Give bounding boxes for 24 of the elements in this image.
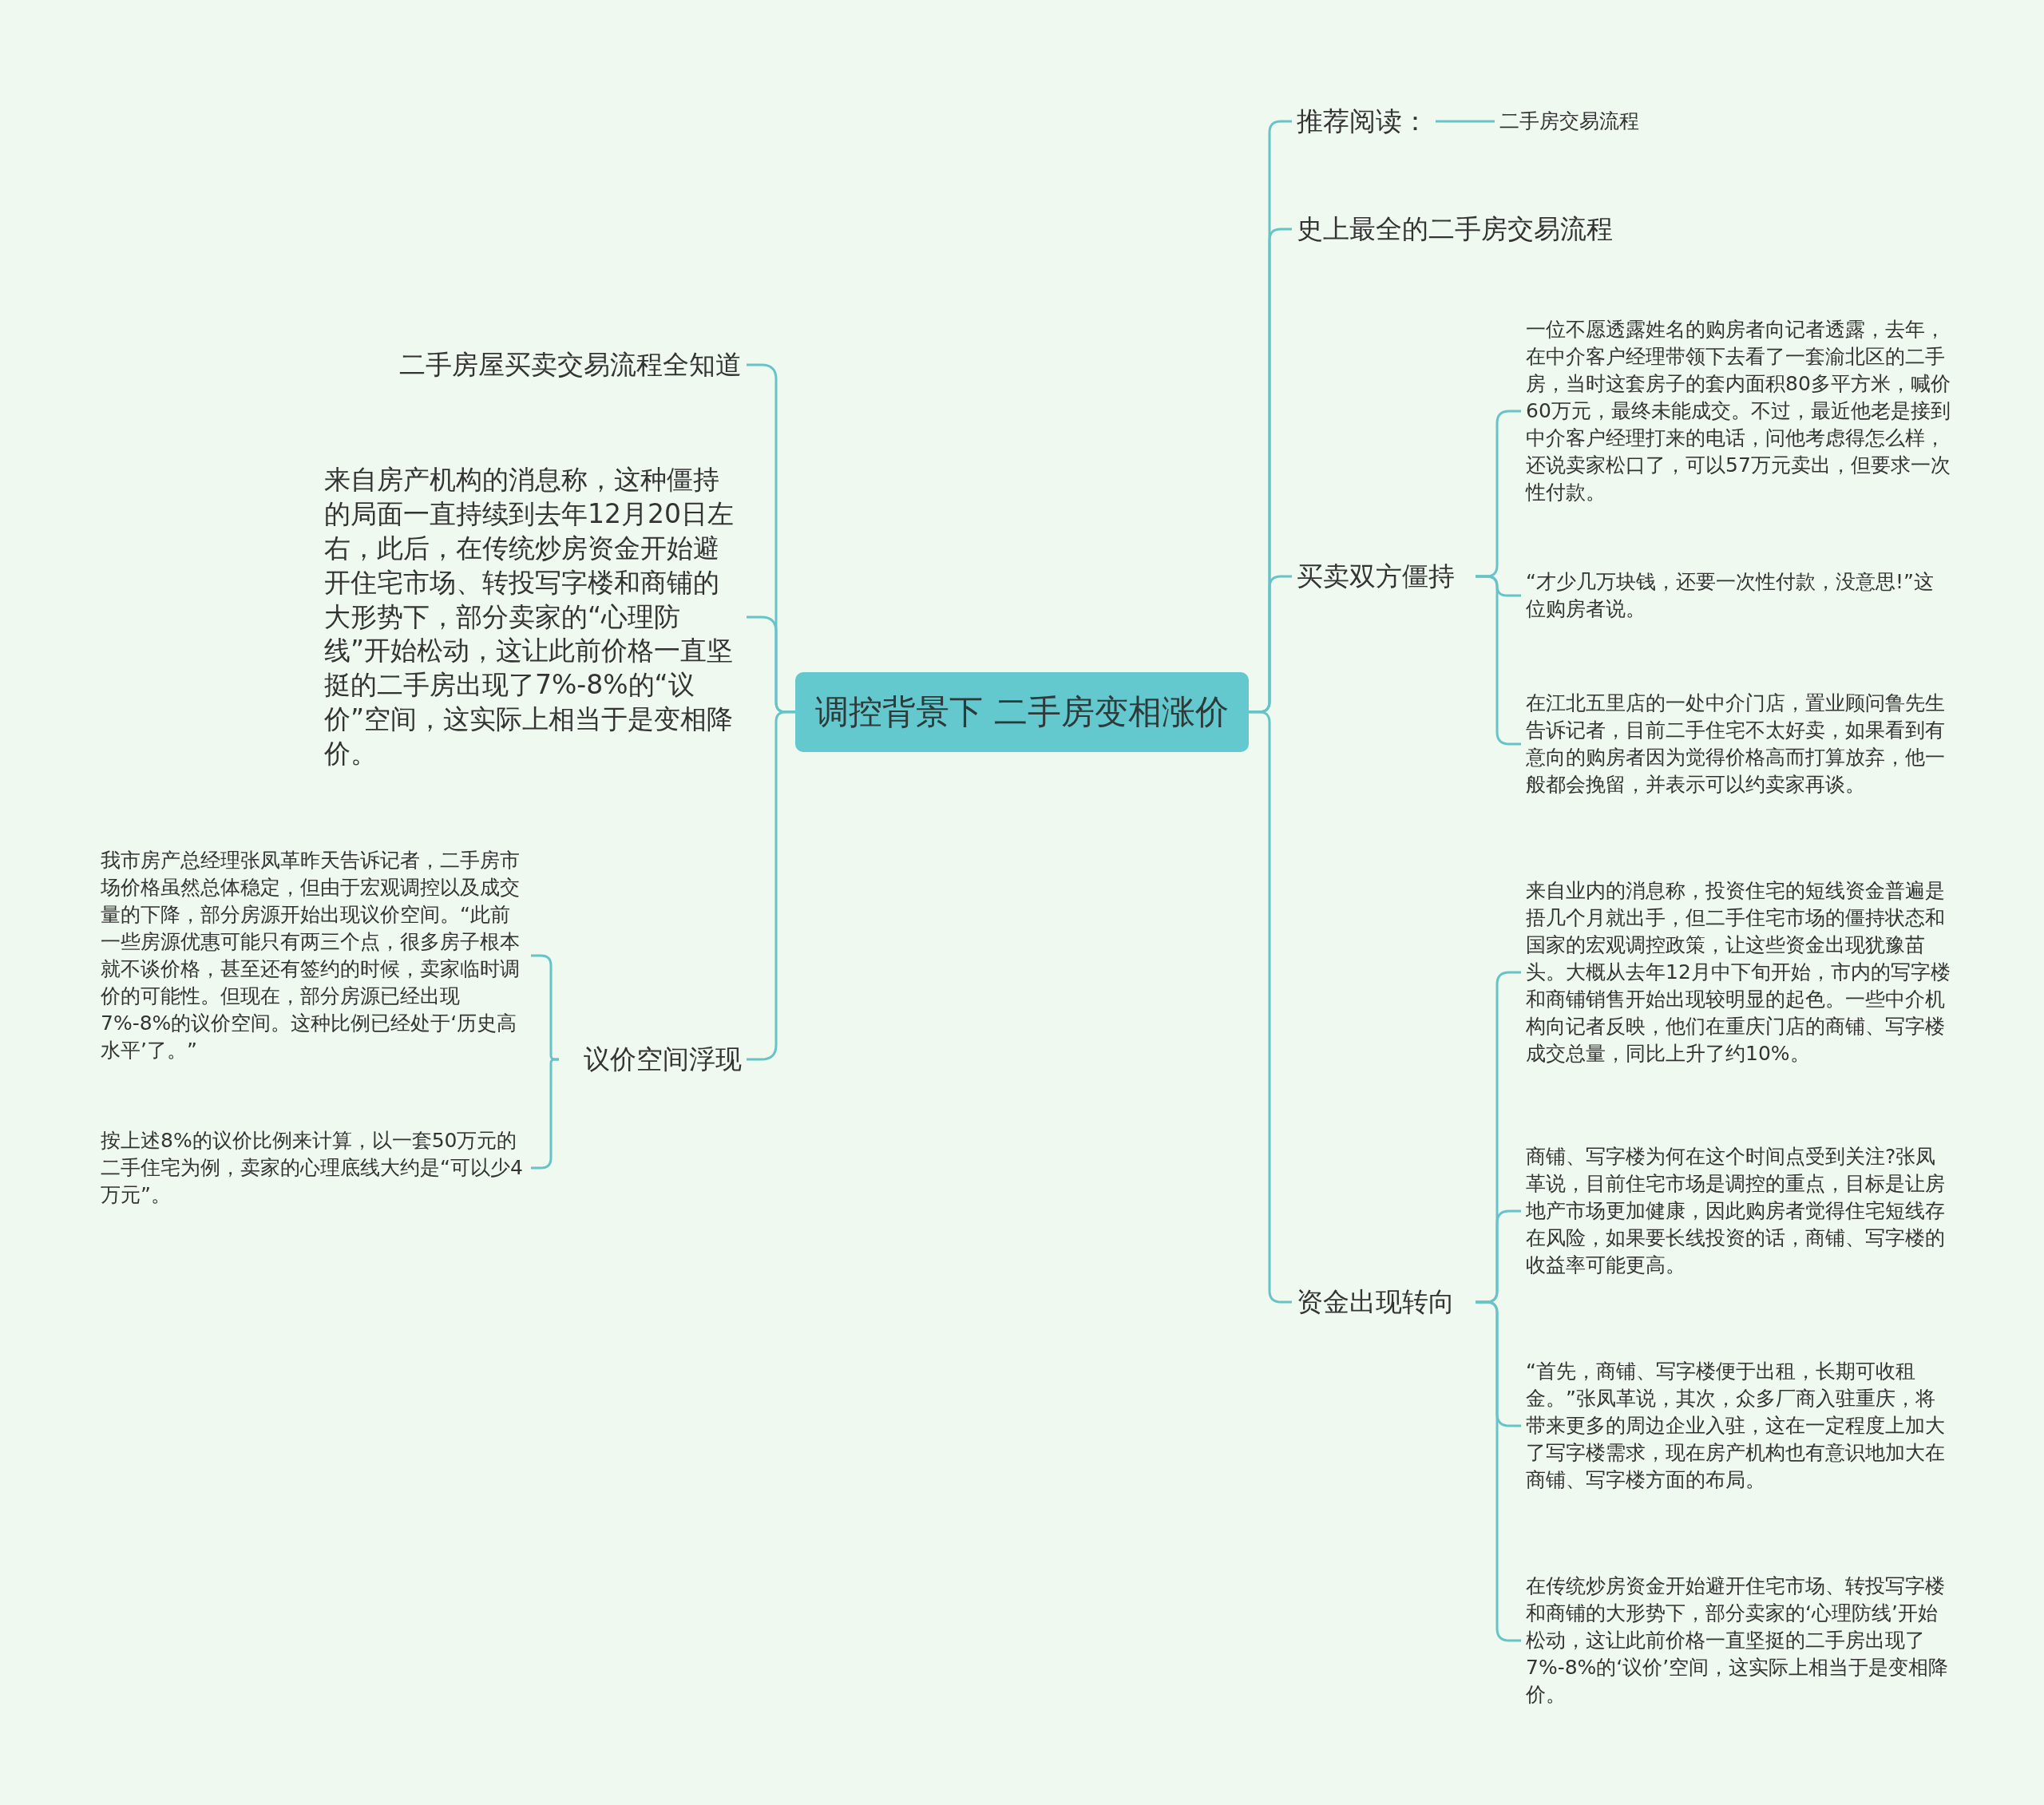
central-topic: 调控背景下 二手房变相涨价 xyxy=(795,671,1249,753)
connector xyxy=(747,711,795,1061)
note-text: 二手房交易流程 xyxy=(1495,106,1702,137)
note-text: 我市房产总经理张凤革昨天告诉记者，二手房市场价格虽然总体稳定，但由于宏观调控以及成交量的下降，部分房源开始出现议价空间。“此前一些房源优惠可能只有两三个点，很多房子根本就不谈价格，甚至还有签约的时候，卖家临时调价的可能性。但现在，部分房源已经出现7%-8%的议价空间。这种比例已经处于‘历史高水平’了。” xyxy=(96,845,531,1066)
branch-label: 推荐阅读： xyxy=(1292,101,1436,142)
branch-label: 史上最全的二手房交易流程 xyxy=(1292,208,1659,250)
branch-label: 买卖双方僵持 xyxy=(1292,556,1476,597)
note-text: “首先，商铺、写字楼便于出租，长期可收租金。”张凤革说，其次，众多厂商入驻重庆，将带来更多的周边企业入驻，这在一定程度上加大了写字楼需求，现在房产机构也有意识地加大在商铺、写字楼方面的布局。 xyxy=(1521,1356,1956,1495)
note-text: 来自房产机构的消息称，这种僵持的局面一直持续到去年12月20日左右，此后，在传统炒房资金开始避开住宅市场、转投写字楼和商铺的大形势下，部分卖家的“心理防线”开始松动，这让此前价格一直坚挺的二手房出现了7%-8%的“议价”空间，这实际上相当于是变相降价。 xyxy=(319,460,747,774)
note-text: 一位不愿透露姓名的购房者向记者透露，去年，在中介客户经理带领下去看了一套渝北区的二手房，当时这套房子的套内面积80多平方米，喊价60万元，最终未能成交。不过，最近他老是接到中介客户经理打来的电话，问他考虑得怎么样，还说卖家松口了，可以57万元卖出，但要求一次性付款。 xyxy=(1521,315,1956,508)
branch-label: 资金出现转向 xyxy=(1292,1281,1476,1323)
note-text: 在传统炒房资金开始避开住宅市场、转投写字楼和商铺的大形势下，部分卖家的‘心理防线’开始松动，这让此前价格一直坚挺的二手房出现了7%-8%的‘议价’空间，这实际上相当于是变相降价。 xyxy=(1521,1571,1956,1710)
connector xyxy=(1436,120,1495,123)
connector xyxy=(531,1058,559,1170)
note-text: “才少几万块钱，还要一次性付款，没意思!”这位购房者说。 xyxy=(1521,567,1956,624)
branch-label: 议价空间浮现 xyxy=(559,1039,747,1080)
note-text: 来自业内的消息称，投资住宅的短线资金普遍是捂几个月就出手，但二手住宅市场的僵持状态和国家的宏观调控政策，让这些资金出现犹豫苗头。大概从去年12月中下旬开始，市内的写字楼和商铺销售开始出现较明显的起色。一些中介机构向记者反映，他们在重庆门店的商铺、写字楼成交总量，同比上升了约10%。 xyxy=(1521,876,1956,1069)
connector xyxy=(1476,1300,1521,1642)
branch-label: 二手房屋买卖交易流程全知道 xyxy=(323,344,747,386)
note-text: 在江北五里店的一处中介门店，置业顾问鲁先生告诉记者，目前二手住宅不太好卖，如果看到有意向的购房者因为觉得价格高而打算放弃，他一般都会挽留，并表示可以约卖家再谈。 xyxy=(1521,688,1956,800)
connector xyxy=(1476,575,1521,746)
note-text: 按上述8%的议价比例来计算，以一套50万元的二手住宅为例，卖家的心理底线大约是“可以少4万元”。 xyxy=(96,1126,531,1210)
note-text: 商铺、写字楼为何在这个时间点受到关注?张凤革说，目前住宅市场是调控的重点，目标是让房地产市场更加健康，因此购房者觉得住宅短线存在风险，如果要长线投资的话，商铺、写字楼的收益率可能更高。 xyxy=(1521,1142,1956,1281)
connector xyxy=(1249,711,1292,1304)
